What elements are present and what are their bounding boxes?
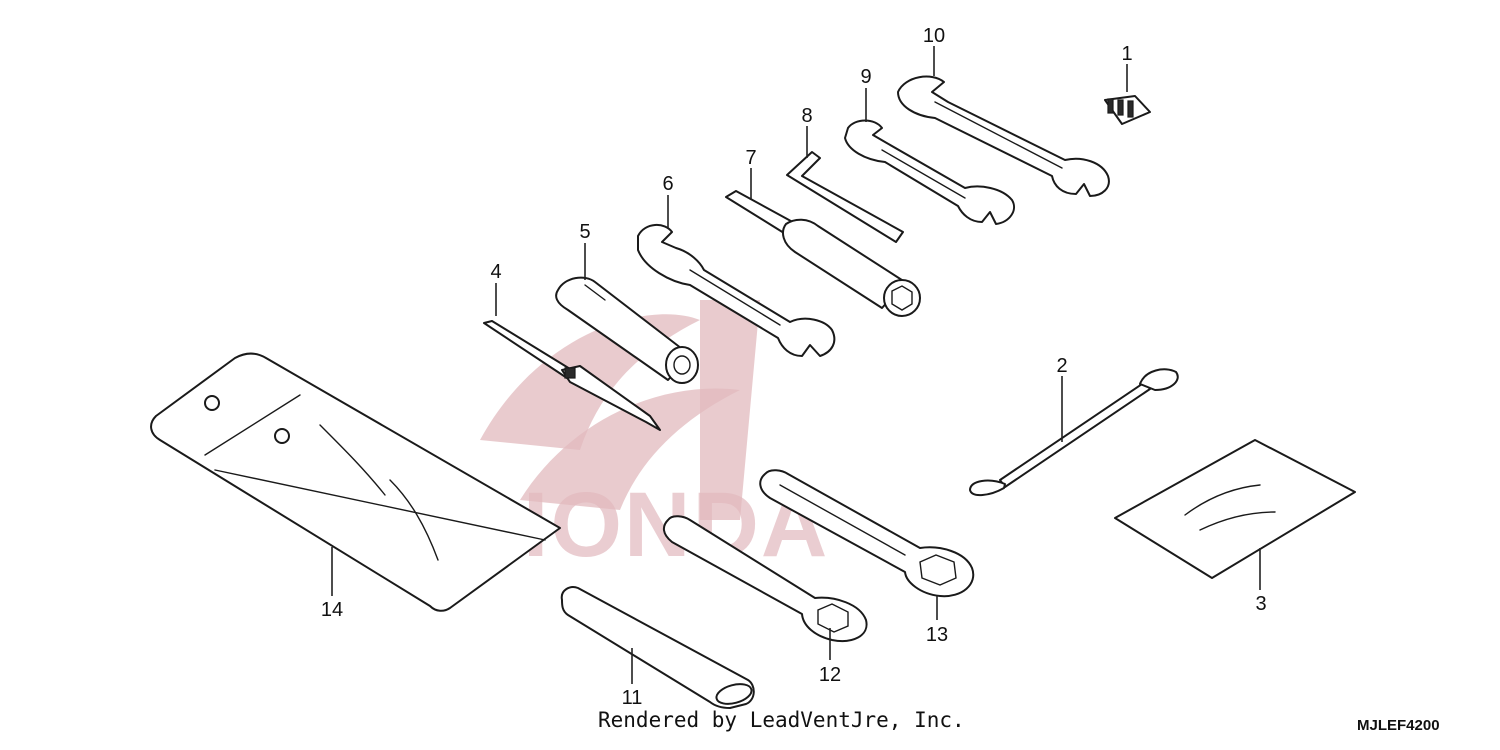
tool-bag — [150, 352, 561, 612]
helmet-holder-cable — [969, 368, 1179, 496]
callout-11: 11 — [622, 687, 643, 709]
callout-10: 10 — [923, 25, 945, 47]
callout-9: 9 — [860, 66, 871, 88]
owners-manual — [1114, 439, 1356, 579]
callout-3: 3 — [1255, 593, 1266, 615]
callout-8: 8 — [801, 105, 812, 127]
callout-14: 14 — [321, 599, 343, 621]
box-wrench-large — [759, 469, 975, 598]
wrench-10x14 — [897, 75, 1110, 197]
callout-numbers: 1 2 3 4 5 6 7 8 9 10 11 12 13 14 — [321, 25, 1267, 709]
leader-lines — [331, 46, 1261, 684]
callout-4: 4 — [490, 261, 501, 283]
callout-12: 12 — [819, 664, 841, 686]
handle-grip — [560, 586, 755, 709]
callout-2: 2 — [1056, 355, 1067, 377]
fuse-clip — [1104, 95, 1151, 125]
callout-7: 7 — [745, 147, 756, 169]
spark-plug-wrench — [725, 190, 921, 317]
callout-6: 6 — [662, 173, 673, 195]
callout-13: 13 — [926, 624, 948, 646]
render-credit: Rendered by LeadVentJre, Inc. — [598, 708, 965, 732]
wrench-8x12 — [844, 119, 1015, 225]
box-wrench-small — [662, 515, 868, 642]
diagram-code: MJLEF4200 — [1357, 717, 1440, 734]
screwdriver-handle — [555, 276, 699, 384]
callout-5: 5 — [579, 221, 590, 243]
screwdriver — [483, 320, 661, 431]
hex-wrench — [786, 151, 904, 243]
wrench-10x12 — [637, 224, 836, 357]
callout-1: 1 — [1121, 43, 1132, 65]
